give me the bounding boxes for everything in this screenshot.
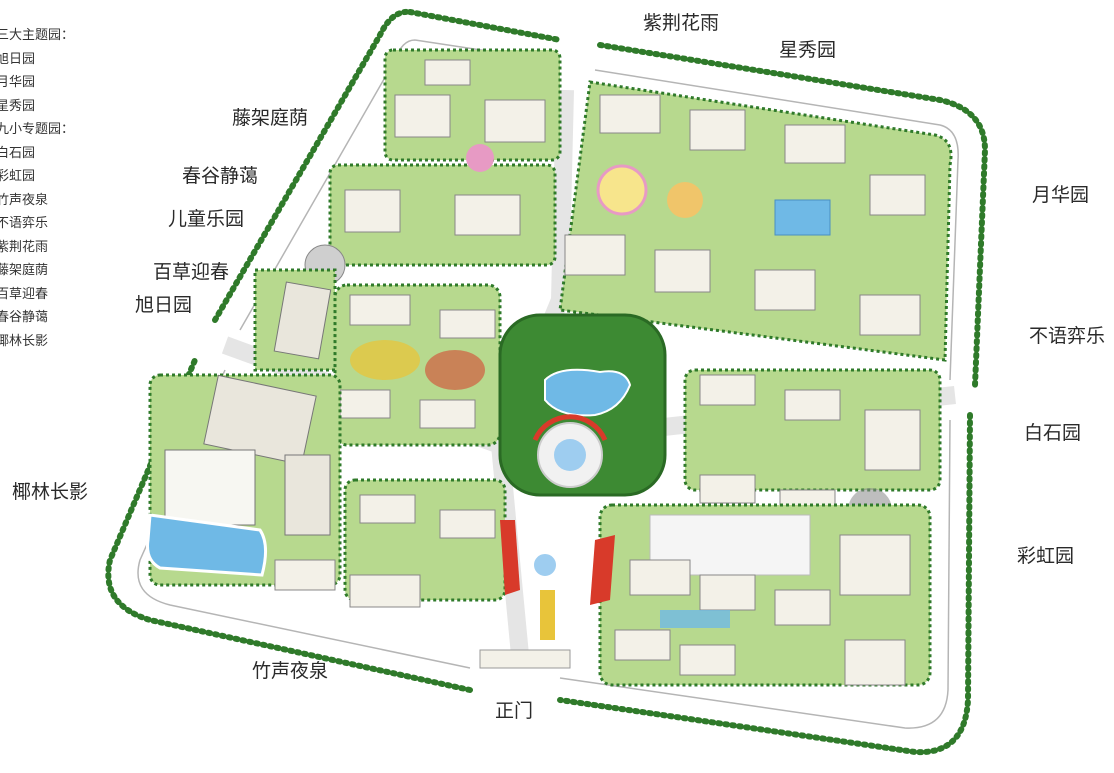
legend-item: 彩虹园 bbox=[0, 169, 36, 184]
legend-item: 藤架庭荫 bbox=[0, 263, 49, 278]
map-label-chungu: 春谷静蔼 bbox=[182, 165, 259, 187]
map-label-zhengmen: 正门 bbox=[495, 700, 534, 722]
entrance-fountain bbox=[532, 552, 558, 578]
round-plaza bbox=[667, 182, 703, 218]
entrance-flowers-left bbox=[500, 520, 520, 595]
map-label-baishi: 白石园 bbox=[1024, 422, 1082, 444]
central-lake bbox=[544, 368, 632, 417]
swimming-pool bbox=[146, 513, 267, 577]
map-label-yelin: 椰林长影 bbox=[12, 481, 89, 503]
central-arc bbox=[532, 414, 608, 442]
building bbox=[599, 94, 661, 134]
building bbox=[679, 644, 736, 676]
building bbox=[284, 454, 331, 536]
building bbox=[439, 509, 496, 539]
map-label-buyu: 不语弈乐 bbox=[1029, 325, 1106, 347]
building bbox=[629, 559, 691, 596]
building bbox=[419, 399, 476, 429]
building bbox=[564, 234, 626, 276]
building bbox=[754, 269, 816, 311]
legend-item: 不语弈乐 bbox=[0, 216, 49, 231]
building bbox=[864, 409, 921, 471]
legend-item: 椰林长影 bbox=[0, 333, 49, 349]
legend-item: 竹声夜泉 bbox=[0, 192, 49, 208]
building bbox=[774, 589, 831, 626]
building bbox=[844, 639, 906, 686]
legend-item: 九小专题园： bbox=[0, 122, 75, 137]
building bbox=[784, 389, 841, 421]
entrance-gate bbox=[479, 649, 571, 669]
central-fountain bbox=[554, 439, 586, 471]
map-label-xingxiu: 星秀园 bbox=[779, 39, 837, 61]
flower-bed bbox=[660, 610, 730, 628]
building bbox=[349, 574, 421, 608]
site-boundary-hedge bbox=[105, 8, 989, 756]
map-label-xuri: 旭日园 bbox=[135, 294, 193, 316]
flower-garden bbox=[350, 340, 420, 380]
legend-item: 月华园 bbox=[0, 75, 36, 90]
building bbox=[689, 109, 746, 151]
legend-item: 白石园 bbox=[0, 145, 36, 161]
building bbox=[274, 559, 336, 591]
building bbox=[439, 309, 496, 339]
building bbox=[699, 374, 756, 406]
building bbox=[869, 174, 926, 216]
building bbox=[454, 194, 521, 236]
legend-item: 旭日园 bbox=[0, 51, 36, 67]
building bbox=[344, 189, 401, 233]
building bbox=[424, 59, 471, 86]
building bbox=[784, 124, 846, 164]
building bbox=[699, 474, 756, 504]
entrance-flowers-right bbox=[590, 535, 615, 605]
pool bbox=[774, 199, 831, 236]
building bbox=[839, 534, 911, 596]
legend-item: 星秀园 bbox=[0, 98, 36, 114]
round-plaza bbox=[596, 164, 648, 216]
legend-item: 百草迎春 bbox=[0, 286, 49, 302]
legend-item: 春谷静蔼 bbox=[0, 310, 49, 325]
map-label-baicao: 百草迎春 bbox=[153, 261, 230, 283]
building bbox=[699, 574, 756, 611]
legend-item: 紫荆花雨 bbox=[0, 239, 49, 255]
building bbox=[339, 389, 391, 419]
map-label-ertong: 儿童乐园 bbox=[168, 208, 245, 230]
building bbox=[164, 449, 256, 526]
map-label-caihong: 彩虹园 bbox=[1017, 545, 1075, 567]
building bbox=[394, 94, 451, 138]
flower-garden bbox=[425, 350, 485, 390]
building bbox=[359, 494, 416, 524]
map-label-tengjia: 藤架庭荫 bbox=[232, 107, 309, 129]
building bbox=[349, 294, 411, 326]
building bbox=[614, 629, 671, 661]
map-label-yuehua: 月华园 bbox=[1032, 184, 1090, 206]
building bbox=[654, 249, 711, 293]
legend-item: 三大主题园： bbox=[0, 28, 75, 43]
legend: 三大主题园： 旭日园 月华园 星秀园 九小专题园： 白石园 彩虹园 竹声夜泉 不… bbox=[0, 24, 74, 353]
entrance-flowers-yellow bbox=[540, 590, 555, 640]
map-label-zhusheng: 竹声夜泉 bbox=[252, 660, 329, 682]
map-label-zijing: 紫荆花雨 bbox=[643, 12, 720, 34]
building bbox=[859, 294, 921, 336]
building bbox=[273, 281, 332, 360]
building bbox=[484, 99, 546, 143]
flower-bed bbox=[466, 144, 494, 172]
